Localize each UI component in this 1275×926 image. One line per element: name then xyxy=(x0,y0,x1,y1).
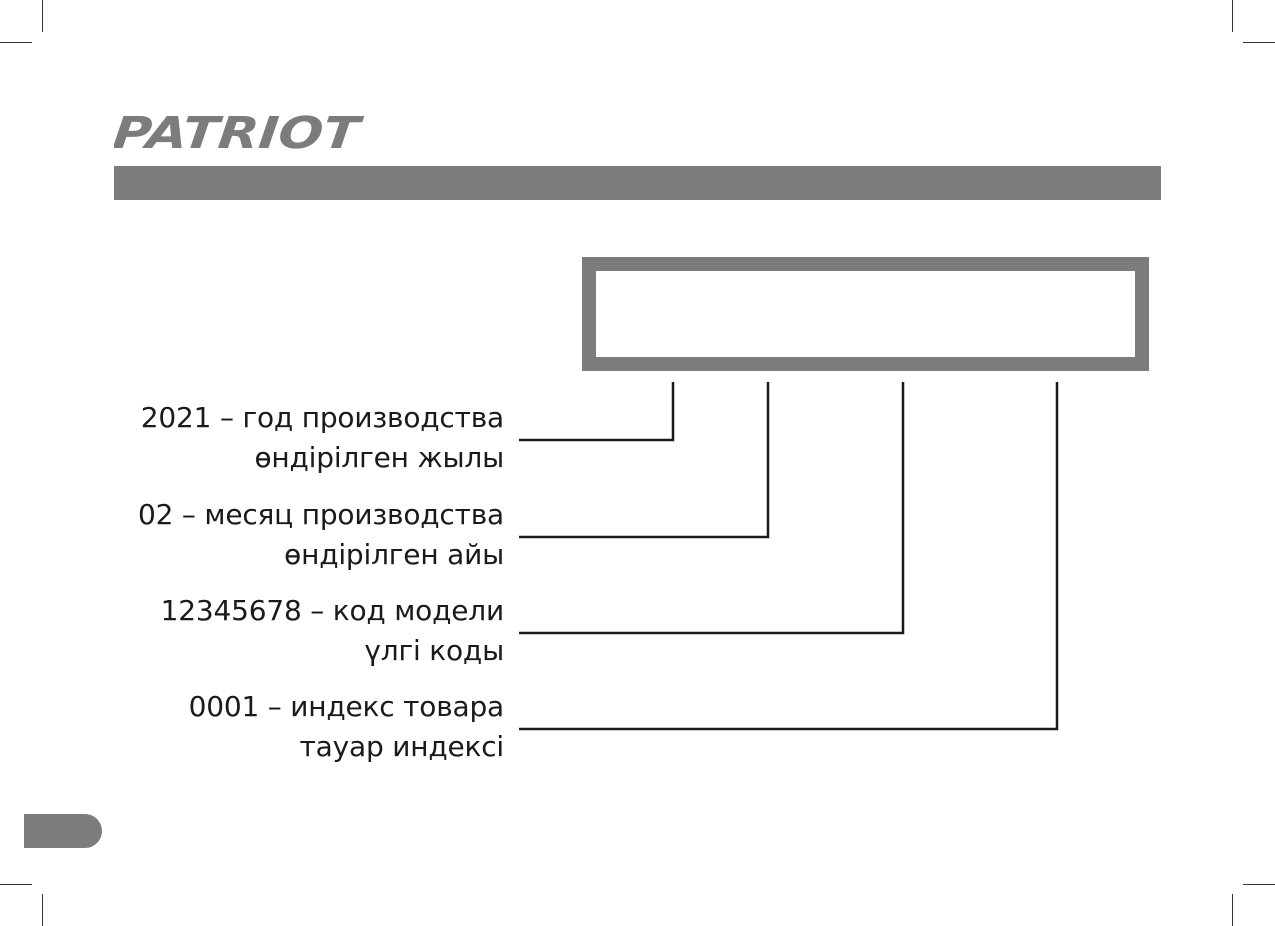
leader-line-index xyxy=(519,382,1059,731)
label-index-kz: тауар индексі xyxy=(299,730,505,763)
crop-mark xyxy=(42,894,43,926)
svg-text:PATRIOT: PATRIOT xyxy=(114,108,365,158)
label-model: 12345678 – код модели үлгі коды xyxy=(160,591,505,671)
page-number-tab xyxy=(24,814,102,848)
crop-mark xyxy=(0,42,32,43)
label-index: 0001 – индекс товара тауар индексі xyxy=(188,687,505,767)
label-year-ru: 2021 – год производства xyxy=(140,401,504,434)
leader-line-model xyxy=(519,382,905,635)
header-bar xyxy=(114,166,1161,200)
crop-mark xyxy=(1232,0,1233,32)
crop-mark xyxy=(1232,894,1233,926)
crop-mark xyxy=(1243,884,1275,885)
label-year: 2021 – год производства өндірілген жылы xyxy=(141,398,504,478)
serial-number-box xyxy=(582,257,1149,371)
leader-line-year xyxy=(519,382,675,442)
patriot-logo: PATRIOT xyxy=(114,106,366,158)
label-model-ru: 12345678 – код модели xyxy=(160,594,505,627)
crop-mark xyxy=(0,884,32,885)
label-month-ru: 02 – месяц производства xyxy=(137,498,504,531)
label-month: 02 – месяц производства өндірілген айы xyxy=(138,495,504,575)
label-index-ru: 0001 – индекс товара xyxy=(188,690,505,723)
label-model-kz: үлгі коды xyxy=(364,634,504,667)
label-month-kz: өндірілген айы xyxy=(284,538,504,571)
label-year-kz: өндірілген жылы xyxy=(254,441,504,474)
crop-mark xyxy=(42,0,43,32)
leader-line-month xyxy=(519,382,770,539)
crop-mark xyxy=(1243,42,1275,43)
